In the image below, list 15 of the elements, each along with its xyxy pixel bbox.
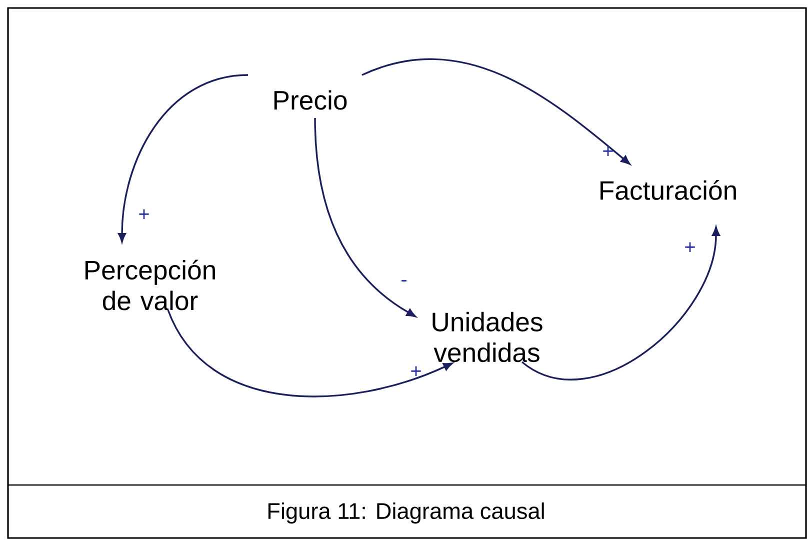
causal-arrow <box>118 74 248 242</box>
causal-arrow <box>314 118 416 318</box>
polarity-sign: - <box>402 280 406 282</box>
polarity-sign: + <box>603 146 613 156</box>
causal-arrow <box>522 226 720 380</box>
variable-label: Unidades vendidas <box>432 312 542 362</box>
causal-arrow <box>167 310 453 398</box>
variable-label: Facturación <box>600 180 736 200</box>
polarity-sign: + <box>139 209 149 219</box>
causal-arrow <box>362 58 630 165</box>
polarity-sign: + <box>411 366 421 376</box>
variable-label: Percepción de valor <box>86 260 215 310</box>
polarity-sign: + <box>685 242 695 252</box>
variable-label: Precio <box>274 90 347 110</box>
caption: Figura 11: Diagrama causal <box>268 502 544 524</box>
